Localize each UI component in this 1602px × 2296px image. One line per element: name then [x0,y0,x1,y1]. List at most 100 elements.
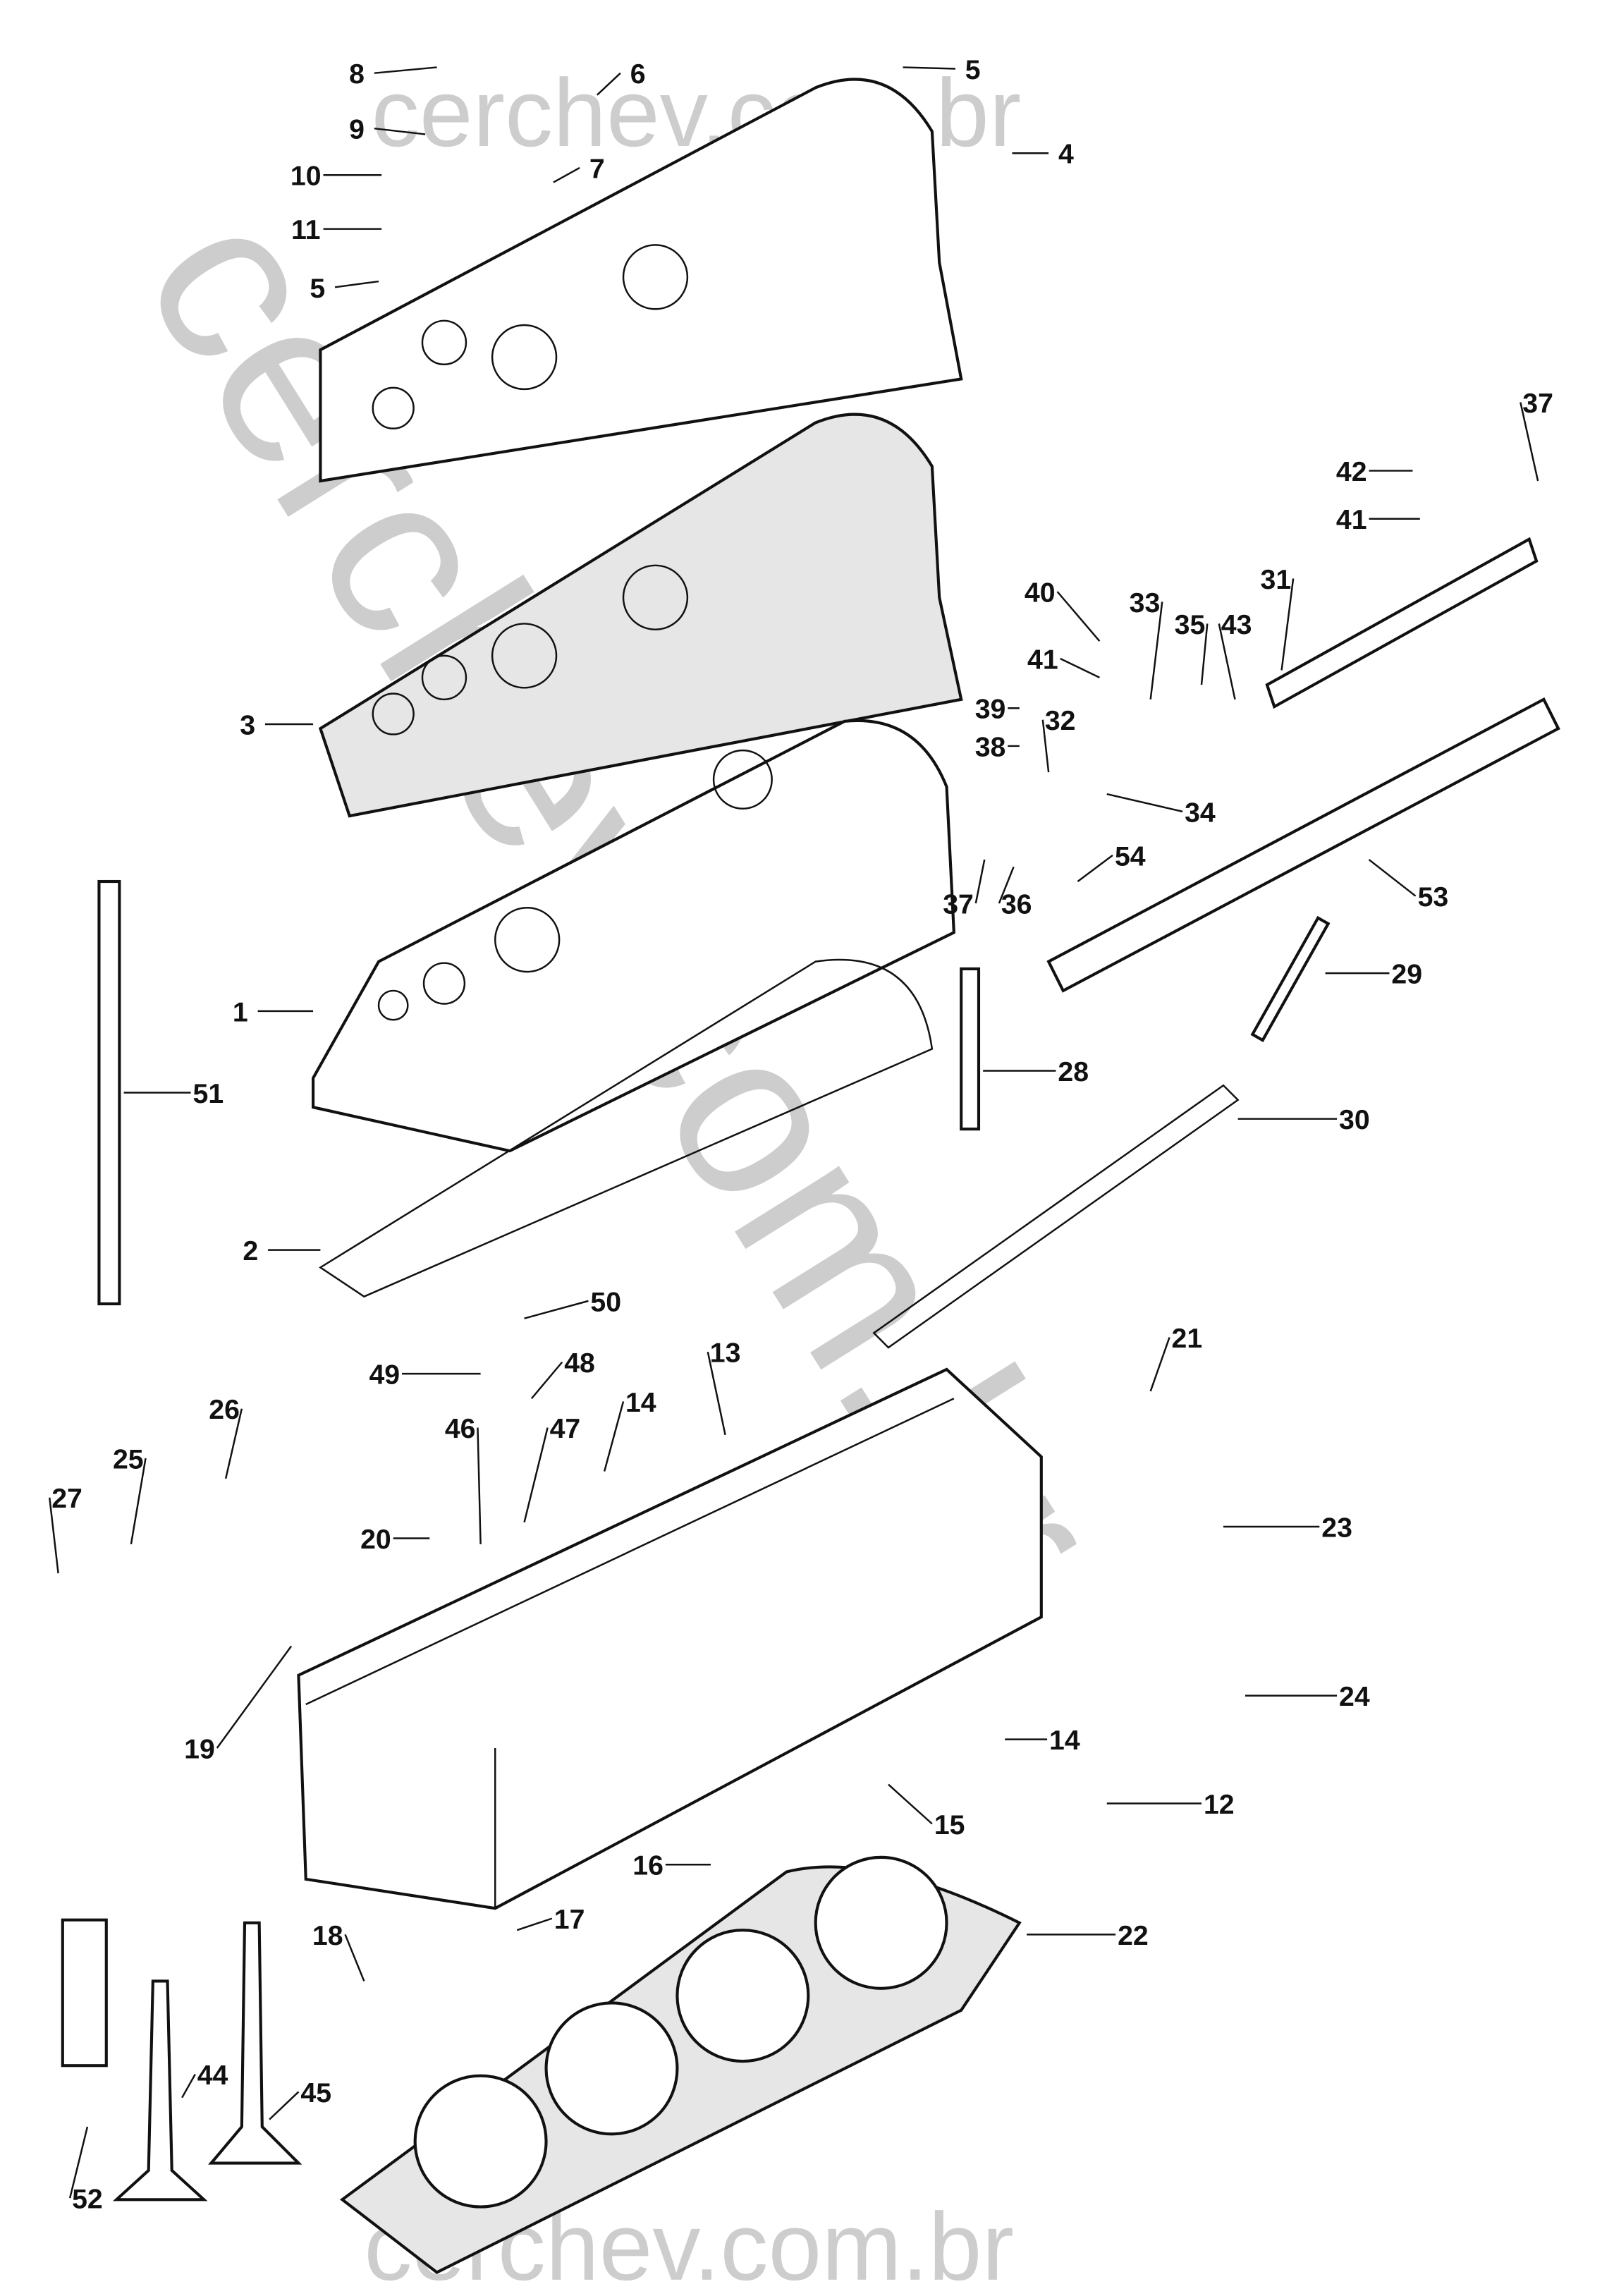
part-label: 45 [300,2077,331,2108]
leader-line [130,1458,147,1545]
part-label: 41 [1027,644,1058,675]
leader-line [1077,854,1113,883]
valve-guide-insert [61,1918,108,2068]
leader-line [344,1934,365,1981]
leader-line [1218,623,1236,700]
part-label: 25 [113,1443,144,1474]
part-label: 8 [349,59,365,90]
part-label: 50 [590,1286,621,1317]
rocker-shaft [1265,537,1539,709]
part-label: 52 [72,2184,103,2215]
part-label: 37 [943,889,974,920]
part-label: 7 [589,153,605,184]
leader-line [603,1401,625,1472]
part-label: 33 [1130,587,1161,618]
part-label: 53 [1418,881,1449,912]
part-label: 22 [1118,1920,1149,1951]
leader-line [1149,602,1163,700]
leader-line [553,166,580,183]
glow-plug [1250,915,1331,1042]
part-label: 17 [554,1904,585,1935]
part-label: 42 [1336,456,1367,487]
part-label: 27 [51,1483,82,1514]
part-label: 5 [965,54,981,85]
part-label: 30 [1339,1104,1370,1135]
part-label: 16 [632,1850,664,1881]
leader-line [216,1645,293,1749]
leader-line [1520,402,1539,482]
part-label: 3 [240,709,255,740]
leader-line [1106,793,1183,813]
leader-line [224,1408,243,1479]
part-label: 26 [209,1394,240,1425]
leader-line [1368,859,1417,897]
part-label: 47 [550,1413,581,1444]
camshaft [1046,697,1560,993]
part-label: 36 [1001,889,1032,920]
part-label: 2 [243,1235,258,1266]
part-label: 37 [1522,388,1553,419]
part-label: 44 [197,2060,228,2091]
leader-line [334,280,379,288]
part-label: 31 [1261,564,1292,595]
leader-line [48,1497,59,1574]
leader-line [1280,578,1295,671]
intake-valve [112,1979,208,2202]
leader-line [903,66,955,70]
part-label: 43 [1221,609,1252,640]
leader-line [1056,591,1101,642]
part-label: 38 [975,731,1006,762]
part-label: 24 [1339,1681,1370,1712]
part-label: 41 [1336,504,1367,535]
cylinder-head [297,1367,1043,1910]
part-label: 14 [625,1387,656,1418]
leader-lines [48,66,1539,2199]
part-label: 35 [1175,609,1206,640]
head-gasket [339,1855,1022,2274]
part-label: 10 [291,161,322,192]
part-label: 51 [193,1078,224,1109]
leader-line [596,72,621,96]
part-label: 19 [184,1733,215,1764]
part-label: 49 [369,1360,400,1391]
part-label: 40 [1025,577,1056,608]
part-label: 11 [291,214,320,245]
part-label: 13 [710,1338,741,1369]
leader-line [374,127,426,135]
leader-line [1060,657,1100,678]
valve-cover-top [319,78,963,483]
part-label: 48 [564,1348,595,1379]
leader-line [1200,623,1209,685]
leader-line [523,1427,549,1523]
leader-line [1149,1337,1170,1392]
part-label: 12 [1204,1789,1235,1820]
glow-plug-connector [872,1084,1240,1349]
part-label: 28 [1058,1056,1089,1087]
part-label: 21 [1172,1323,1203,1354]
part-label: 23 [1321,1512,1352,1543]
valve-cover-middle [318,413,963,818]
part-label: 39 [975,694,1006,725]
leader-line [888,1783,933,1825]
part-label: 5 [310,273,325,304]
leader-line [516,1917,553,1931]
part-label: 15 [934,1809,965,1840]
leader-line [477,1427,482,1544]
push-rod [97,879,121,1306]
leader-line [998,866,1015,904]
leader-line [974,859,986,904]
head-bolt [960,967,981,1131]
part-label: 34 [1185,797,1216,828]
part-label: 32 [1045,705,1076,736]
part-label: 46 [445,1413,476,1444]
exhaust-valve [208,1921,302,2165]
leader-line [374,66,437,74]
leader-line [181,2074,196,2099]
leader-line [530,1361,563,1400]
part-label: 6 [630,59,646,90]
part-label: 4 [1058,139,1074,170]
leader-line [1041,719,1050,773]
rocker-cover-gasket [319,958,934,1298]
